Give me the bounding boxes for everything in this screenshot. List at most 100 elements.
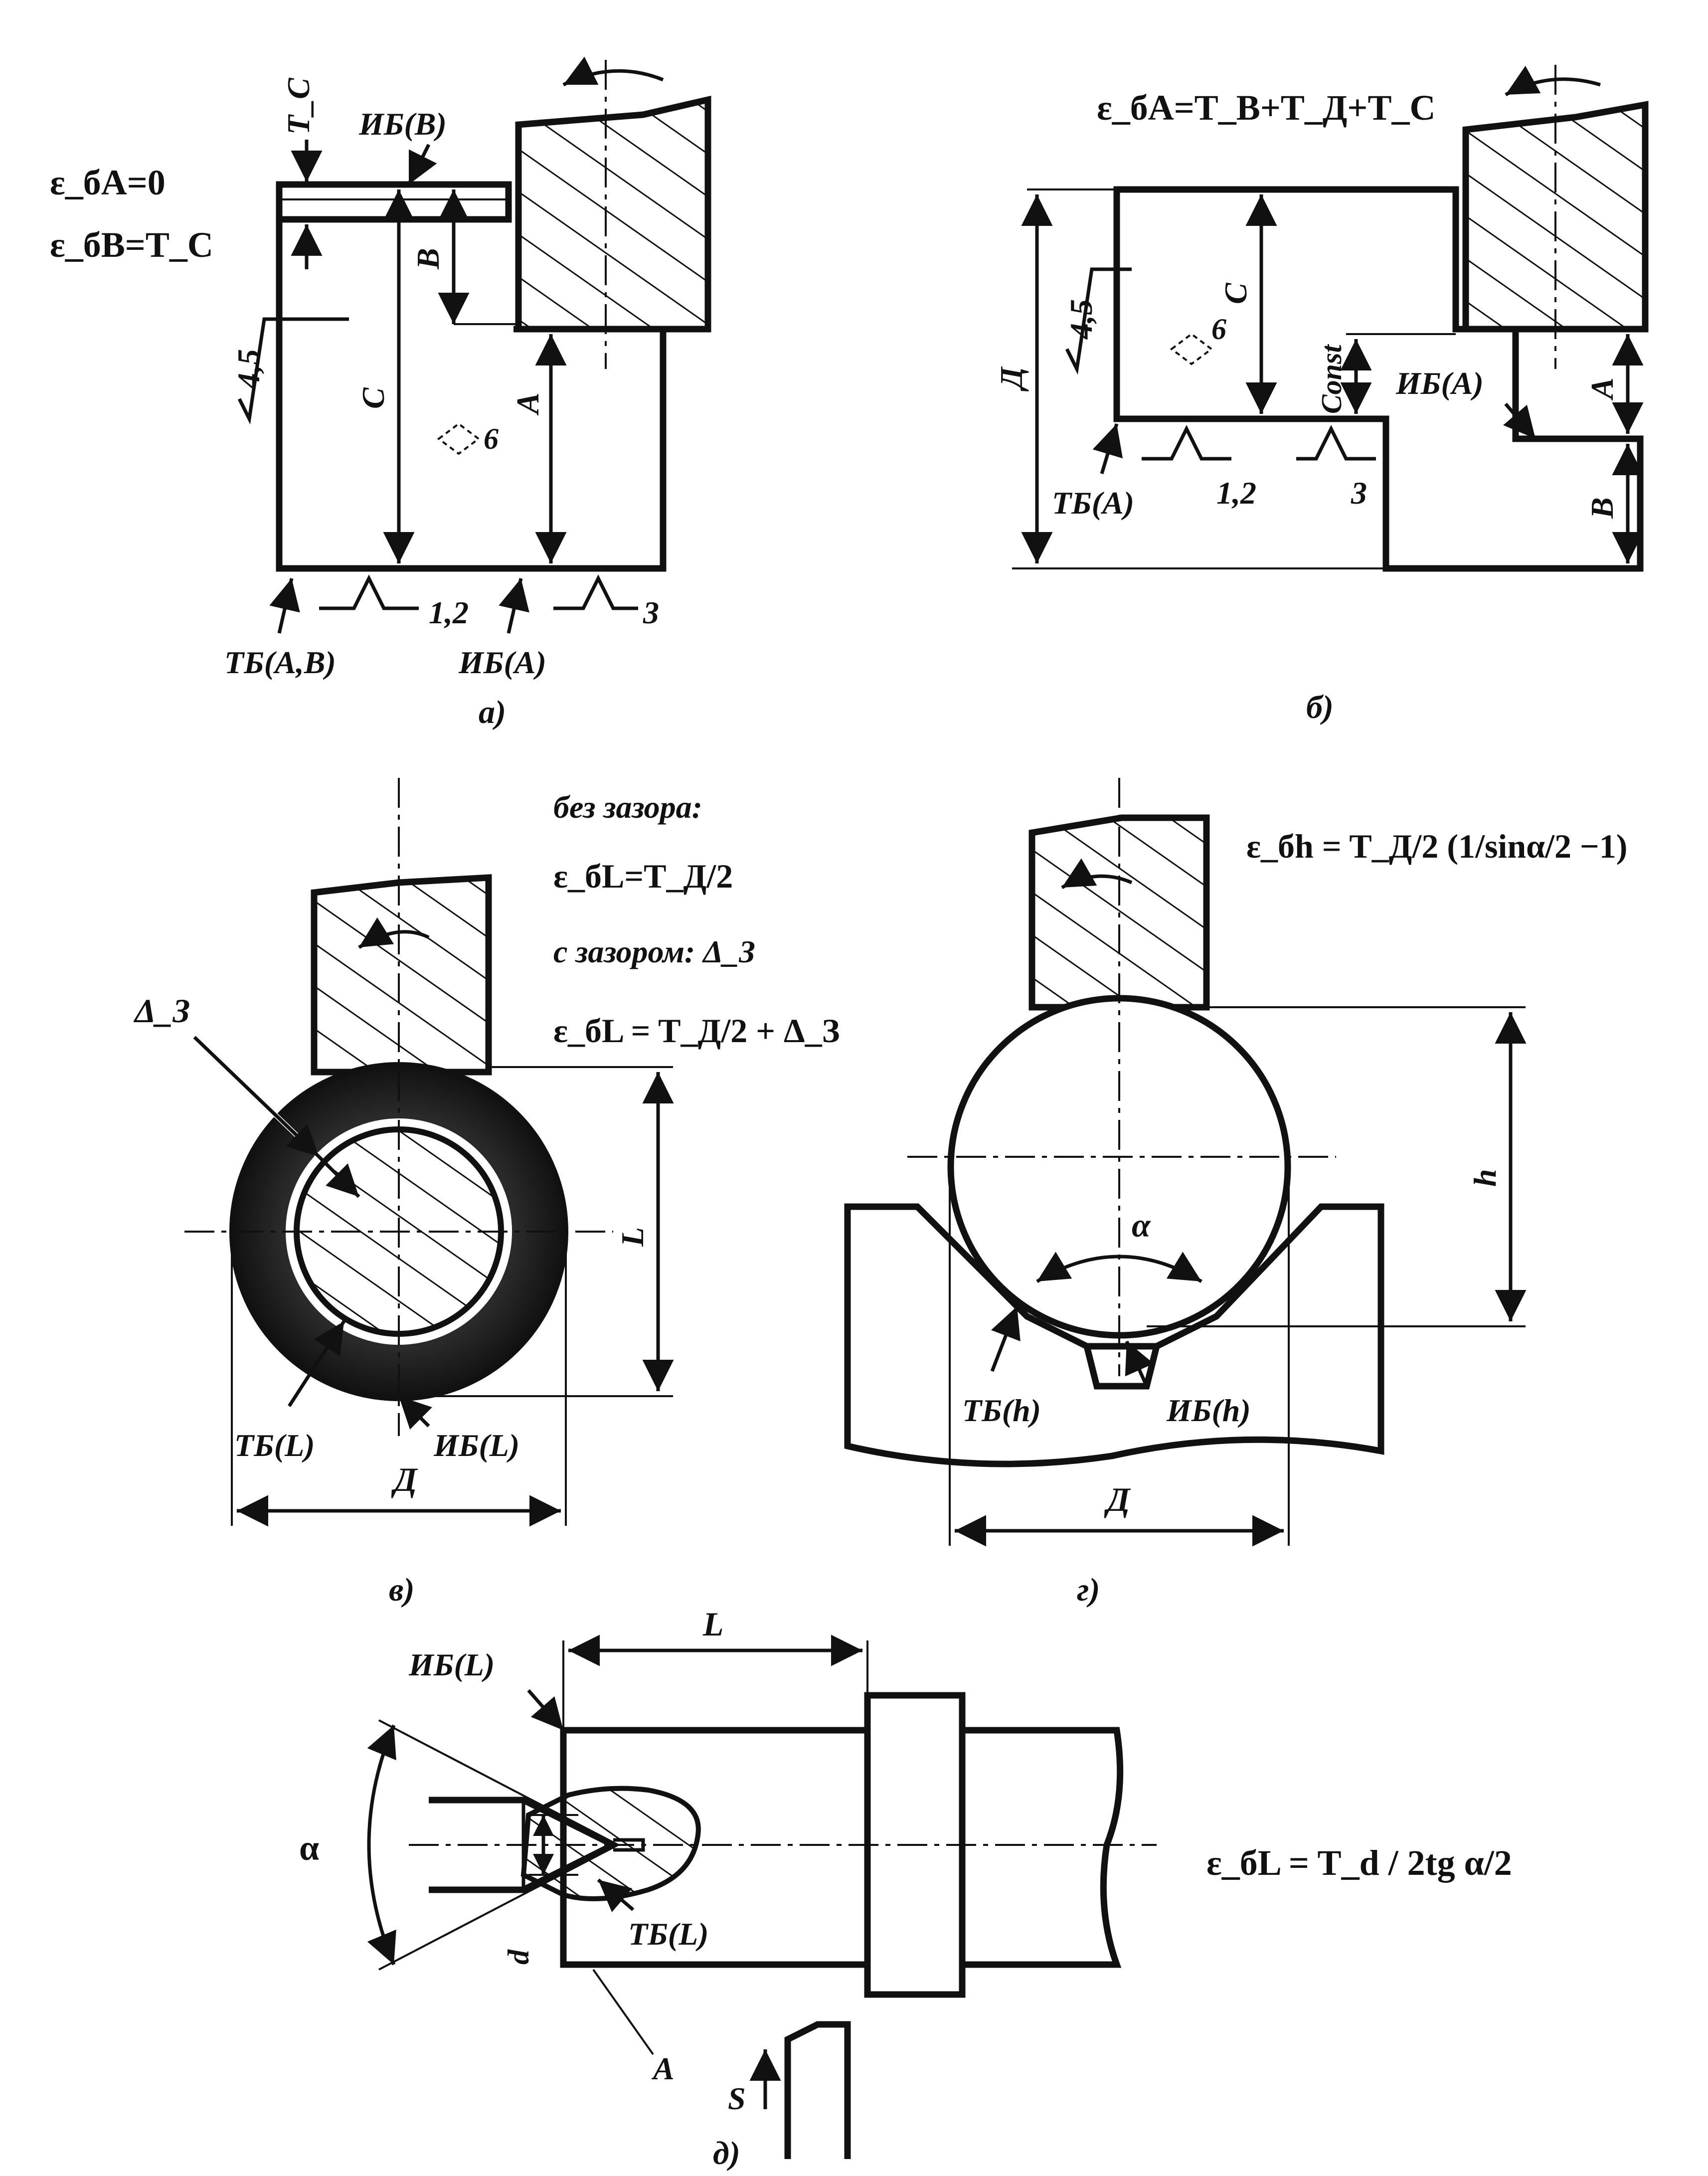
panel-v-caption: в) bbox=[389, 1572, 414, 1608]
panel-v-label-d: Д bbox=[391, 1460, 418, 1498]
panel-d-angle-arc bbox=[367, 1724, 396, 1966]
panel-a-label-supports-1: 1,2 bbox=[429, 595, 469, 630]
panel-d-label-ib: ИБ(L) bbox=[408, 1647, 495, 1682]
panel-a-ib-b-arrow bbox=[407, 144, 437, 185]
panel-d-cutting-tool bbox=[784, 2021, 851, 2159]
panel-a-quality-symbol bbox=[437, 422, 481, 455]
panel-g-label-h: h bbox=[1467, 1169, 1503, 1187]
panel-g-formula: ε_бh = T_Д/2 (1/sinα/2 −1) bbox=[1246, 827, 1627, 865]
panel-b-label-supports-1: 1,2 bbox=[1216, 475, 1256, 511]
panel-v-label-ib: ИБ(L) bbox=[433, 1428, 519, 1463]
panel-a-support-2 bbox=[553, 574, 638, 610]
panel-g-caption: г) bbox=[1077, 1572, 1100, 1608]
panel-v-cutter bbox=[311, 874, 492, 1076]
panel-v: без зазора: ε_бL=T_Д/2 с зазором: Δ_З ε_… bbox=[133, 778, 840, 1608]
panel-a-label-c: С bbox=[355, 387, 391, 409]
panel-v-tb-arrow bbox=[288, 1320, 345, 1407]
panel-d-a-leader bbox=[592, 1969, 654, 2055]
panel-b-label-const: Const bbox=[1315, 344, 1348, 414]
panel-g-v-block-groove bbox=[1083, 1345, 1160, 1390]
panel-d-label-a: А bbox=[651, 2051, 675, 2086]
panel-v-text-no-gap: без зазора: bbox=[553, 789, 702, 825]
panel-g: ε_бh = T_Д/2 (1/sinα/2 −1) α h Д ТБ(h) И… bbox=[844, 778, 1627, 1608]
panel-a: ε_бA=0 ε_бB=T_C T_C ИБ(В) 4,5 С В А 6 bbox=[50, 56, 711, 730]
panel-d-shaft-end bbox=[962, 1727, 1124, 1968]
panel-v-delta-arrow-inner bbox=[318, 1155, 360, 1198]
panel-b-label-d: Д bbox=[994, 366, 1029, 391]
panel-d-cone-ext-bottom bbox=[378, 1844, 619, 1971]
panel-a-roughness-symbol bbox=[237, 317, 349, 425]
panel-a-label-tc: T_C bbox=[281, 77, 316, 135]
panel-b-tb-arrow bbox=[1092, 423, 1123, 475]
panel-d-label-alpha: α bbox=[299, 1828, 319, 1868]
panel-b-label-tb: ТБ(А) bbox=[1052, 485, 1134, 521]
panel-g-angle-arc bbox=[1036, 1252, 1202, 1283]
panel-d-label-d: d bbox=[502, 1949, 535, 1965]
panel-b-workpiece-outline bbox=[1113, 186, 1644, 572]
panel-a-support-1 bbox=[319, 574, 419, 610]
panel-a-formula-2: ε_бB=T_C bbox=[50, 225, 213, 265]
panel-d-shaft-collar bbox=[864, 1692, 966, 1998]
panel-a-label-ib-a: ИБ(А) bbox=[458, 645, 546, 680]
panel-b-caption: б) bbox=[1306, 689, 1334, 725]
panel-a-label-a: А bbox=[510, 392, 545, 416]
panel-d-ib-arrow bbox=[527, 1689, 565, 1732]
panel-b-formula: ε_бA=T_B+T_Д+T_C bbox=[1097, 88, 1435, 128]
panel-d: d α L ИБ(L) ТБ(L) А S ε_бL = T_d / 2tg α… bbox=[299, 1605, 1512, 2172]
panel-v-formula-no-gap: ε_бL=T_Д/2 bbox=[553, 857, 733, 895]
panel-a-rotation-arrow bbox=[562, 56, 664, 87]
panel-g-tb-arrow bbox=[990, 1305, 1021, 1372]
panel-v-text-with-gap: с зазором: Δ_З bbox=[553, 934, 755, 969]
panel-a-caption: а) bbox=[479, 694, 506, 730]
panel-b-label-b: В bbox=[1584, 497, 1620, 519]
panel-b-support-1 bbox=[1142, 425, 1231, 461]
panel-g-label-ib: ИБ(h) bbox=[1166, 1393, 1251, 1428]
panel-v-delta-arrow bbox=[193, 1036, 321, 1158]
panel-b-roughness-symbol bbox=[1065, 267, 1132, 375]
panel-g-label-d: Д bbox=[1104, 1480, 1131, 1518]
panel-a-label-supports-2: 3 bbox=[643, 595, 659, 630]
panel-g-rotation-arrow bbox=[1061, 858, 1133, 890]
panel-d-formula: ε_бL = T_d / 2tg α/2 bbox=[1206, 1843, 1512, 1883]
panel-v-formula-with-gap: ε_бL = T_Д/2 + Δ_З bbox=[553, 1012, 840, 1050]
panel-d-tb-arrow bbox=[597, 1878, 635, 1912]
panel-b: ε_бA=T_B+T_Д+T_C Д 4,5 С 6 Const ИБ(А) А bbox=[994, 65, 1649, 725]
panel-b-ib-a-arrow bbox=[1503, 402, 1537, 440]
panel-d-label-l: L bbox=[702, 1605, 724, 1643]
panel-d-center-tip bbox=[429, 1797, 621, 1893]
panel-v-rotation-arrow bbox=[358, 917, 430, 949]
panel-a-label-quality: 6 bbox=[484, 422, 499, 455]
panel-g-label-alpha: α bbox=[1132, 1206, 1151, 1244]
panel-b-label-c: С bbox=[1218, 282, 1253, 304]
panel-a-top-layer bbox=[276, 181, 512, 223]
panel-v-ib-arrow bbox=[397, 1395, 432, 1430]
panel-v-label-delta: Δ_З bbox=[133, 992, 190, 1030]
panel-d-cone-ext-top bbox=[378, 1719, 619, 1846]
panel-b-support-2 bbox=[1296, 425, 1376, 461]
panel-a-label-b: В bbox=[410, 248, 446, 270]
panel-a-ib-a-arrow bbox=[499, 578, 529, 634]
panel-a-label-ib-b: ИБ(В) bbox=[358, 106, 447, 142]
panel-b-label-supports-2: 3 bbox=[1351, 475, 1367, 511]
panel-b-quality-symbol bbox=[1170, 333, 1213, 365]
panel-b-label-a: А bbox=[1584, 377, 1620, 401]
panel-g-v-block bbox=[844, 1203, 1384, 1467]
panel-d-label-tb: ТБ(L) bbox=[628, 1916, 708, 1952]
panel-v-label-l: L bbox=[615, 1227, 650, 1247]
panel-a-formula-1: ε_бA=0 bbox=[50, 163, 166, 202]
panel-a-cutter bbox=[515, 95, 711, 333]
panel-b-roughness: 4,5 bbox=[1063, 299, 1099, 340]
panel-a-roughness: 4,5 bbox=[231, 349, 266, 389]
panel-b-label-ib-a: ИБ(А) bbox=[1395, 365, 1484, 401]
panel-d-label-s: S bbox=[728, 2081, 746, 2116]
panel-a-tb-arrow bbox=[269, 578, 300, 634]
panel-d-caption: д) bbox=[713, 2135, 740, 2172]
panel-b-label-quality: 6 bbox=[1211, 313, 1226, 346]
panel-a-label-tb: ТБ(А,В) bbox=[224, 645, 336, 680]
panel-b-rotation-arrow bbox=[1505, 65, 1601, 97]
panel-g-ib-arrow bbox=[1125, 1340, 1154, 1387]
panel-v-label-tb: ТБ(L) bbox=[234, 1428, 315, 1463]
panel-g-label-tb: ТБ(h) bbox=[962, 1393, 1041, 1428]
